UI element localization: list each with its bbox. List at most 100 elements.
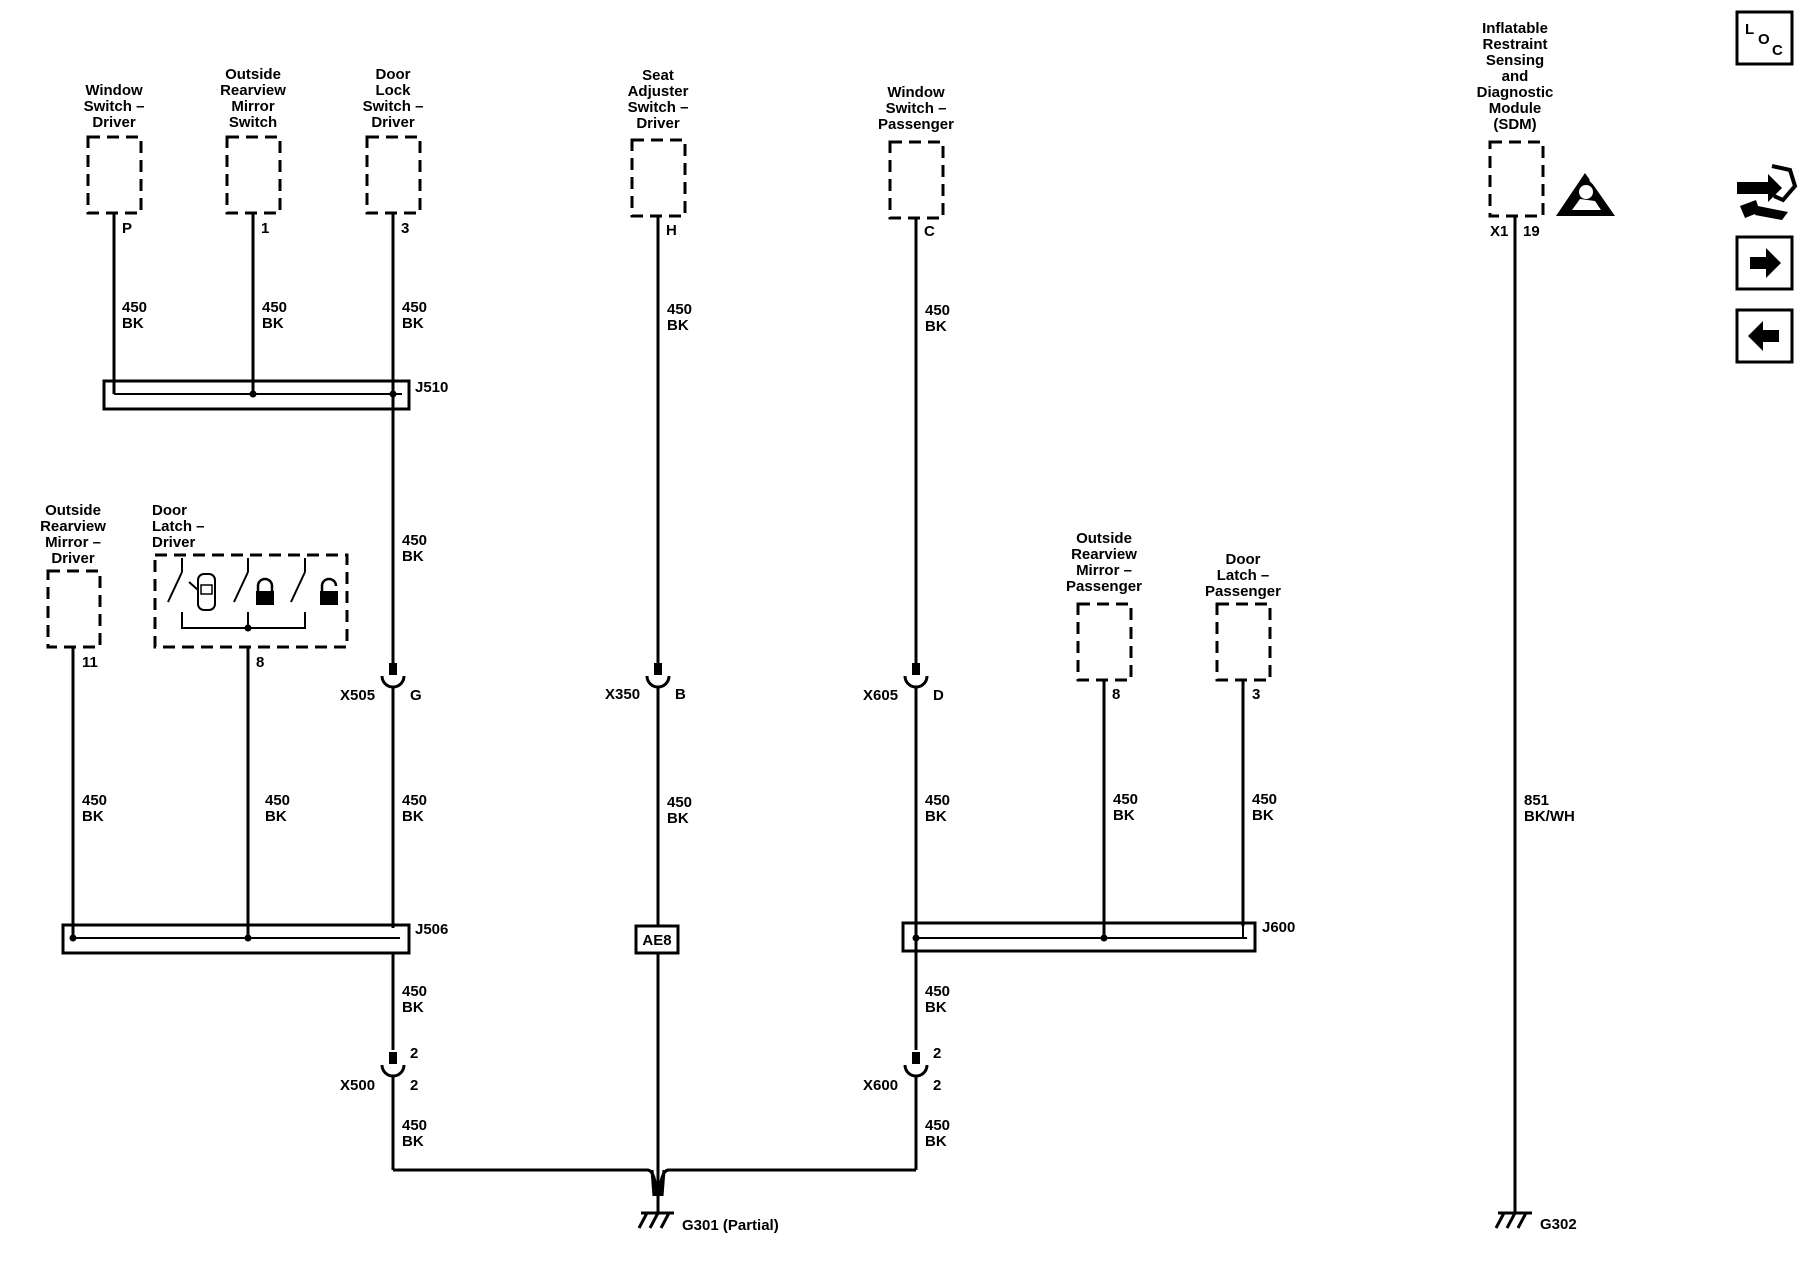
arrow-right-icon (1750, 248, 1781, 278)
svg-text:BK: BK (925, 999, 947, 1016)
location-view-icon (1735, 10, 1794, 66)
svg-text:Driver: Driver (636, 115, 680, 132)
door-open-icon (188, 573, 216, 611)
pin-window-switch-passenger: C (924, 223, 935, 240)
svg-text:Latch –: Latch – (152, 518, 205, 535)
svg-text:2: 2 (410, 1045, 418, 1062)
pin-door-latch-passenger: 3 (1252, 686, 1260, 703)
svg-text:BK: BK (925, 1133, 947, 1150)
svg-text:Switch: Switch (229, 114, 277, 131)
sdm-pin-label: 19 (1523, 223, 1540, 240)
wire-label-wsd: 450 BK (122, 299, 147, 332)
svg-text:Mirror –: Mirror – (45, 534, 101, 551)
wire-label-x605-down: 450 BK (925, 792, 950, 825)
location-view-button[interactable]: L O C (1735, 10, 1794, 66)
sdm-box (1488, 140, 1545, 218)
svg-text:450: 450 (262, 299, 287, 316)
svg-text:Sensing: Sensing (1486, 52, 1544, 69)
svg-text:J600: J600 (1262, 919, 1295, 936)
svg-text:450: 450 (1252, 791, 1277, 808)
svg-text:450: 450 (925, 792, 950, 809)
svg-text:X500: X500 (340, 1077, 375, 1094)
sdm-label: Inflatable Restraint Sensing and Diagnos… (1477, 20, 1554, 133)
svg-text:BK: BK (925, 808, 947, 825)
svg-text:and: and (1502, 68, 1529, 85)
door-latch-passenger-box (1215, 602, 1272, 682)
svg-text:BK: BK (1113, 807, 1135, 824)
svg-text:2: 2 (933, 1077, 941, 1094)
window-switch-passenger-box (888, 140, 945, 220)
wire-label-dls: 450 BK (402, 299, 427, 332)
outside-mirror-switch-label: Outside Rearview Mirror Switch (220, 66, 286, 131)
door-lock-switch-driver-label: Door Lock Switch – Driver (363, 66, 424, 131)
svg-text:X605: X605 (863, 687, 898, 704)
door-latch-passenger-label: Door Latch – Passenger (1205, 551, 1281, 600)
svg-text:BK: BK (265, 808, 287, 825)
svg-text:450: 450 (402, 792, 427, 809)
svg-text:BK/WH: BK/WH (1524, 808, 1575, 825)
svg-text:J506: J506 (415, 921, 448, 938)
connector-x350: X350 B (605, 663, 686, 925)
svg-text:Switch –: Switch – (363, 98, 424, 115)
outside-mirror-passenger-label: Outside Rearview Mirror – Passenger (1066, 530, 1142, 595)
svg-text:Door: Door (376, 66, 411, 83)
svg-text:450: 450 (667, 794, 692, 811)
svg-text:BK: BK (925, 318, 947, 335)
svg-text:450: 450 (402, 983, 427, 1000)
svg-text:2: 2 (933, 1045, 941, 1062)
door-latch-driver-component (153, 553, 349, 649)
svg-text:Switch –: Switch – (84, 98, 145, 115)
connector-x605: X605 D (863, 663, 944, 1050)
svg-text:Inflatable: Inflatable (1482, 20, 1548, 37)
unlock-icon (320, 577, 338, 605)
svg-text:450: 450 (925, 1117, 950, 1134)
wire-label-omp: 450 BK (1113, 791, 1138, 824)
wire-label-x600-down: 450 BK (925, 1117, 950, 1150)
svg-text:X505: X505 (340, 687, 375, 704)
svg-text:Outside: Outside (225, 66, 281, 83)
connector-x500: 2 X500 2 (340, 1045, 418, 1170)
door-lock-switch-driver-box (365, 135, 422, 215)
svg-text:Switch –: Switch – (886, 100, 947, 117)
svg-text:450: 450 (265, 792, 290, 809)
svg-text:BK: BK (667, 317, 689, 334)
seat-adjuster-switch-driver-box (630, 138, 687, 218)
svg-text:Outside: Outside (45, 502, 101, 519)
connector-view-button[interactable] (1737, 164, 1798, 220)
splice-j510: J510 (102, 379, 448, 411)
svg-text:Lock: Lock (375, 82, 411, 99)
svg-text:BK: BK (402, 548, 424, 565)
svg-text:J510: J510 (415, 379, 448, 396)
svg-text:BK: BK (82, 808, 104, 825)
svg-text:L: L (1745, 21, 1754, 38)
svg-text:(SDM): (SDM) (1493, 116, 1536, 133)
window-switch-driver-label: Window Switch – Driver (84, 82, 145, 131)
svg-text:BK: BK (402, 1133, 424, 1150)
outside-mirror-switch-box (225, 135, 282, 215)
outside-mirror-driver-label: Outside Rearview Mirror – Driver (40, 502, 106, 567)
svg-text:Window: Window (85, 82, 143, 99)
seat-adjuster-switch-driver-label: Seat Adjuster Switch – Driver (628, 67, 689, 132)
outside-mirror-driver-box (46, 569, 102, 649)
svg-text:Mirror –: Mirror – (1076, 562, 1132, 579)
pin-door-lock-switch-driver: 3 (401, 220, 409, 237)
svg-text:Module: Module (1489, 100, 1542, 117)
prev-page-button[interactable] (1735, 308, 1794, 364)
connector-view-icon (1737, 164, 1798, 220)
svg-text:Door: Door (1226, 551, 1261, 568)
svg-text:G: G (410, 687, 422, 704)
svg-text:2: 2 (410, 1077, 418, 1094)
wire-label-omd: 450 BK (82, 792, 107, 825)
svg-text:Switch –: Switch – (628, 99, 689, 116)
svg-text:Seat: Seat (642, 67, 674, 84)
svg-text:450: 450 (925, 302, 950, 319)
next-page-button[interactable] (1735, 235, 1794, 291)
svg-text:X600: X600 (863, 1077, 898, 1094)
svg-text:Driver: Driver (152, 534, 196, 551)
svg-text:Window: Window (887, 84, 945, 101)
svg-text:BK: BK (667, 810, 689, 827)
wire-label-dlp: 450 BK (1252, 791, 1277, 824)
svg-text:B: B (675, 686, 686, 703)
svg-text:Passenger: Passenger (1066, 578, 1142, 595)
